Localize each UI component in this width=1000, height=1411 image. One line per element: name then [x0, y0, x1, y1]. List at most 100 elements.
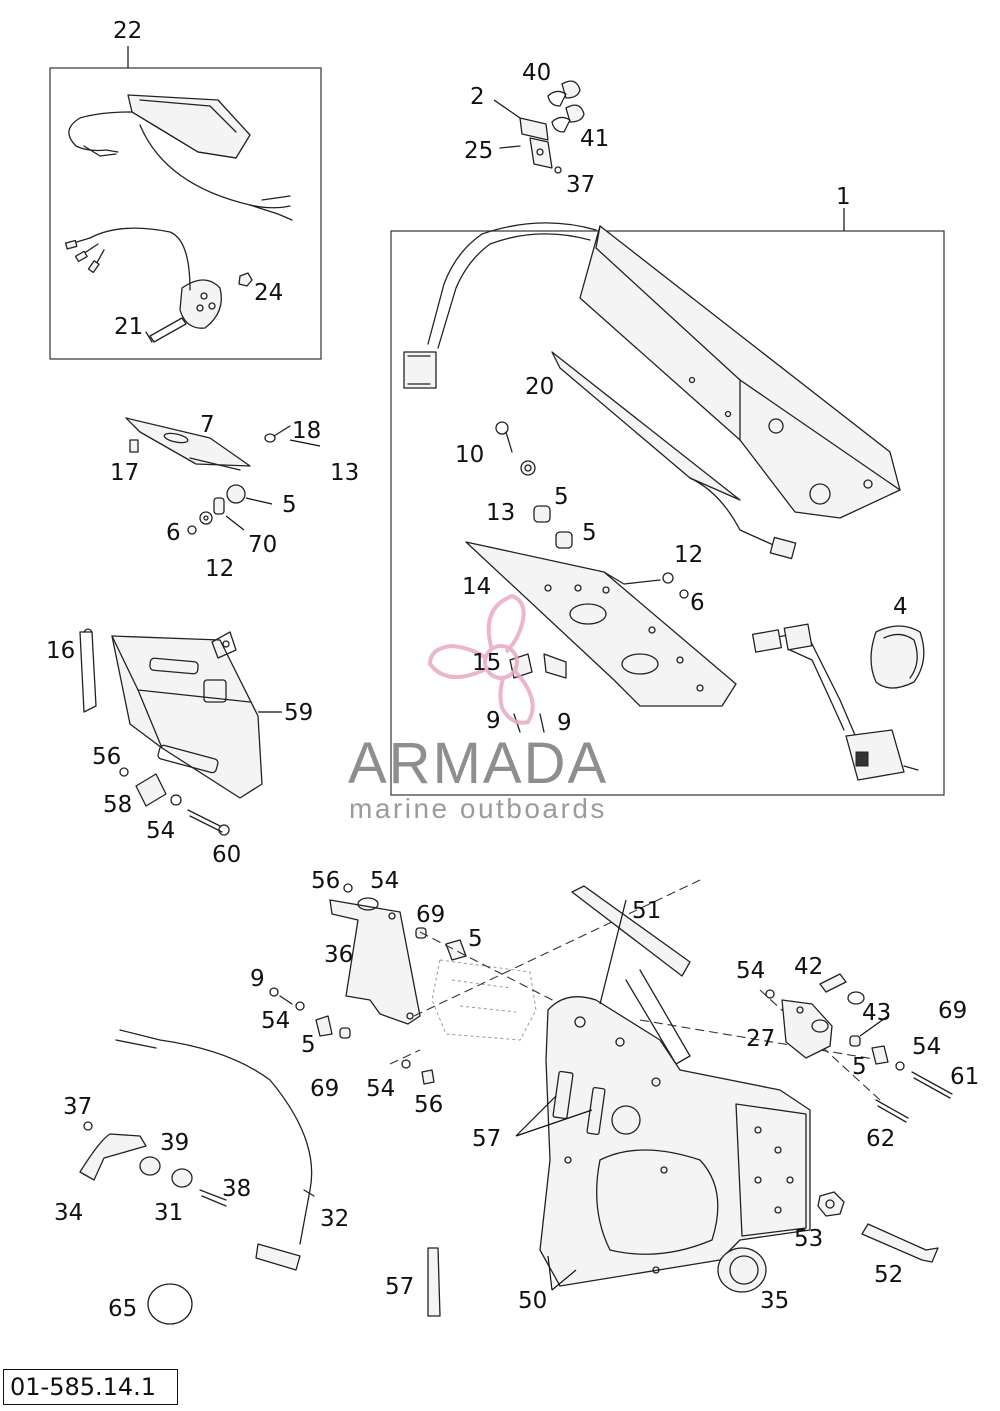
callout-59: 59: [284, 700, 313, 726]
callout-43: 43: [862, 1000, 891, 1026]
strip-57: [427, 1247, 441, 1317]
kit-22-frame: [49, 67, 322, 360]
callout-2: 2: [470, 84, 485, 110]
callout-12: 12: [674, 542, 703, 568]
callout-27: 27: [746, 1026, 775, 1052]
callout-40: 40: [522, 60, 551, 86]
callout-18: 18: [292, 418, 321, 444]
bracket-2-group: [499, 80, 585, 174]
screw-21: [149, 317, 187, 343]
switch-box: [845, 729, 905, 781]
ring-4: [870, 625, 925, 689]
watermark-brand: ARMADA: [348, 731, 609, 796]
callout-56: 56: [414, 1092, 443, 1118]
callout-39: 39: [160, 1130, 189, 1156]
callout-38: 38: [222, 1176, 251, 1202]
cable-lever-group: [79, 1029, 315, 1325]
callout-13: 13: [486, 500, 515, 526]
callout-37: 37: [566, 172, 595, 198]
bar-16: [79, 631, 97, 713]
callout-12: 12: [205, 556, 234, 582]
callout-52: 52: [874, 1262, 903, 1288]
cover-panel: [579, 225, 901, 519]
kit-1-frame: [390, 230, 945, 796]
callout-70: 70: [248, 532, 277, 558]
callout-36: 36: [324, 942, 353, 968]
callout-54: 54: [146, 818, 175, 844]
watermark-tagline: marine outboards: [349, 793, 607, 824]
bracket-7-group: [125, 417, 291, 535]
callout-25: 25: [464, 138, 493, 164]
handle-51: [571, 885, 691, 977]
callout-14: 14: [462, 574, 491, 600]
nut-24: [238, 272, 253, 287]
nut-53: [817, 1191, 845, 1217]
callout-54: 54: [736, 958, 765, 984]
callout-22: 22: [113, 18, 142, 44]
pin-52: [861, 1223, 939, 1263]
callout-5: 5: [282, 492, 297, 518]
callout-54: 54: [912, 1034, 941, 1060]
callout-9: 9: [486, 708, 501, 734]
reference-code-label: 01-585.14.1: [3, 1369, 178, 1405]
callout-65: 65: [108, 1296, 137, 1322]
callout-21: 21: [114, 314, 143, 340]
callout-62: 62: [866, 1126, 895, 1152]
callout-10: 10: [455, 442, 484, 468]
callout-51: 51: [632, 898, 661, 924]
callout-7: 7: [200, 412, 215, 438]
callout-56: 56: [311, 868, 340, 894]
seal-35: [717, 1247, 767, 1293]
callout-69: 69: [416, 902, 445, 928]
callout-labels: 22 40 2 41 25 37 1 24 21 20 7 18 17 13 5…: [46, 18, 979, 1322]
leader-lines: [127, 46, 889, 1291]
callout-61: 61: [950, 1064, 979, 1090]
callout-42: 42: [794, 954, 823, 980]
callout-5: 5: [852, 1054, 867, 1080]
callout-9: 9: [557, 710, 572, 736]
callout-5: 5: [301, 1032, 316, 1058]
callout-57: 57: [385, 1274, 414, 1300]
callout-16: 16: [46, 638, 75, 664]
callout-5: 5: [582, 520, 597, 546]
bracket-27: [781, 999, 833, 1059]
mount-assembly: [269, 879, 953, 1317]
callout-6: 6: [166, 520, 181, 546]
callout-17: 17: [110, 460, 139, 486]
callout-60: 60: [212, 842, 241, 868]
callout-58: 58: [103, 792, 132, 818]
callout-35: 35: [760, 1288, 789, 1314]
callout-6: 6: [690, 590, 705, 616]
callout-24: 24: [254, 280, 283, 306]
lever-34: [79, 1133, 147, 1181]
mount-plate-50: [539, 996, 811, 1287]
connector-plug: [403, 351, 437, 389]
watermark-logo-icon: [427, 593, 535, 725]
callout-13: 13: [330, 460, 359, 486]
kit-22-parts: [64, 94, 293, 343]
callout-69: 69: [938, 998, 967, 1024]
bracket-36: [329, 899, 421, 1025]
switch-body: [179, 279, 222, 329]
callout-54: 54: [261, 1008, 290, 1034]
callout-9: 9: [250, 966, 265, 992]
ring-65: [147, 1283, 193, 1325]
callout-32: 32: [320, 1206, 349, 1232]
callout-5: 5: [468, 926, 483, 952]
callout-41: 41: [580, 126, 609, 152]
callout-50: 50: [518, 1288, 547, 1314]
callout-56: 56: [92, 744, 121, 770]
callout-34: 34: [54, 1200, 83, 1226]
callout-54: 54: [370, 868, 399, 894]
callout-20: 20: [525, 374, 554, 400]
bracket-59-group: [79, 628, 263, 836]
callout-15: 15: [472, 650, 501, 676]
callout-37: 37: [63, 1094, 92, 1120]
callout-5: 5: [554, 484, 569, 510]
callout-57: 57: [472, 1126, 501, 1152]
callout-31: 31: [154, 1200, 183, 1226]
callout-1: 1: [836, 184, 851, 210]
kit-1-parts: [403, 222, 925, 781]
